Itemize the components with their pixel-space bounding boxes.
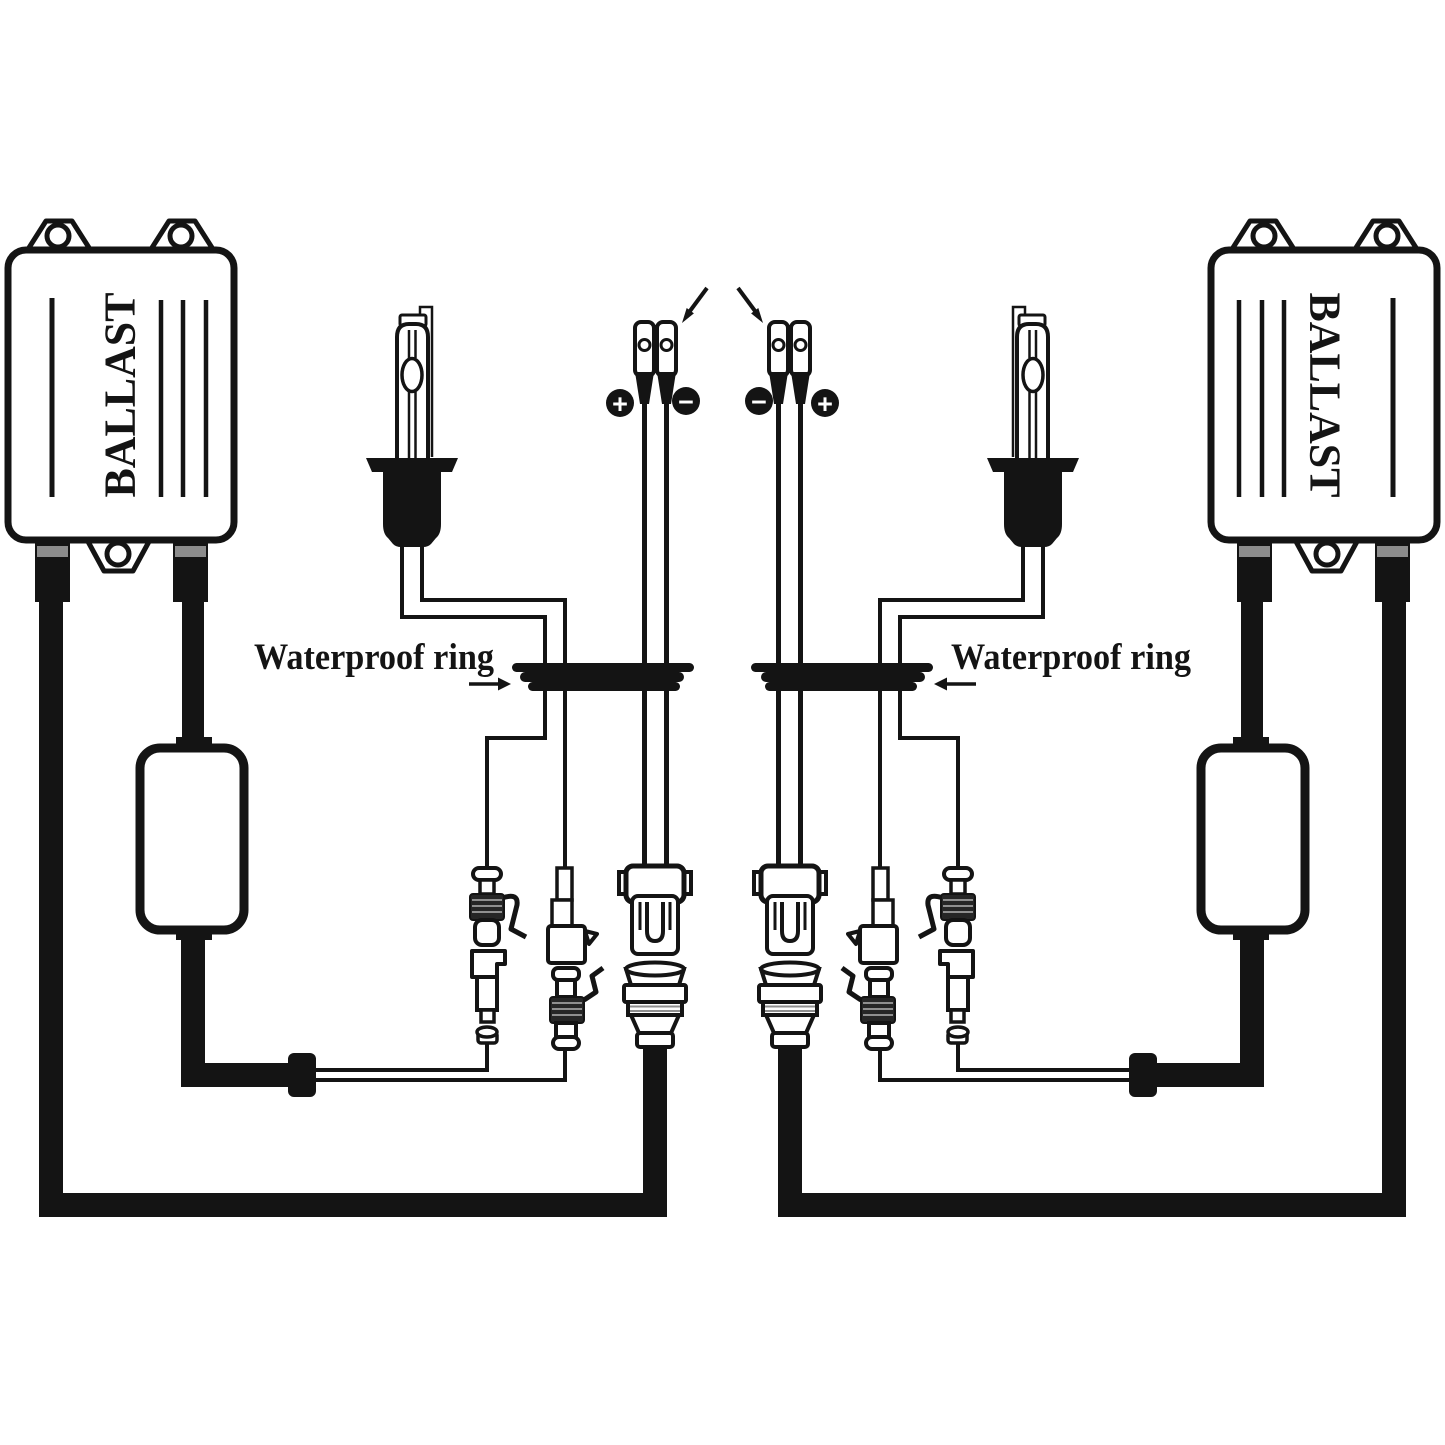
ballast-label-left: BALLAST [96, 293, 145, 498]
minus-sign-right: − [751, 387, 767, 417]
ballast-label-right: BALLAST [1301, 293, 1350, 498]
plus-sign-right: + [817, 389, 833, 419]
waterproof-label-right: Waterproof ring [951, 637, 1191, 678]
plus-sign-left: + [612, 389, 628, 419]
minus-sign-left: − [678, 387, 694, 417]
waterproof-label-left: Waterproof ring [254, 637, 494, 678]
